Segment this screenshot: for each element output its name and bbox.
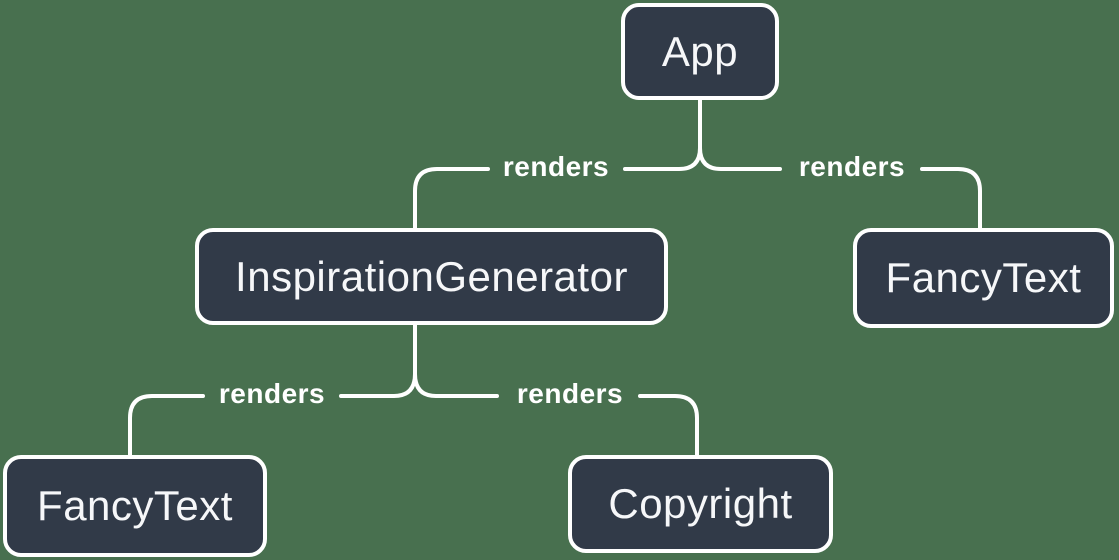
edge-to-fancytext-bottom <box>128 394 205 457</box>
node-fancy-text-top: FancyText <box>853 228 1114 328</box>
node-app-label: App <box>661 27 739 75</box>
edge-label-app-inspirationgenerator: renders <box>502 151 610 182</box>
node-copyright: Copyright <box>568 455 833 553</box>
edge-label-app-fancytext: renders <box>798 151 906 182</box>
node-fancy-text-bottom: FancyText <box>3 455 267 557</box>
edge-app-fork-left <box>623 146 702 171</box>
edge-label-inspirationgenerator-fancytext: renders <box>218 378 326 409</box>
edge-to-copyright <box>638 394 699 457</box>
node-app: App <box>621 3 779 100</box>
edge-inspirationgenerator-fork-right <box>413 372 499 398</box>
node-fancy-text-top-label: FancyText <box>885 254 1082 301</box>
edge-label-inspirationgenerator-copyright: renders <box>516 378 624 409</box>
edge-to-inspirationgenerator <box>413 167 490 230</box>
edge-inspirationgenerator-fork-left <box>339 372 417 398</box>
edge-app-fork-right <box>698 146 782 171</box>
node-copyright-label: Copyright <box>608 480 793 527</box>
node-inspiration-generator-label: InspirationGenerator <box>235 252 628 300</box>
node-fancy-text-bottom-label: FancyText <box>37 482 233 529</box>
node-inspiration-generator: InspirationGenerator <box>195 228 668 325</box>
edge-to-fancytext-top <box>920 167 982 230</box>
